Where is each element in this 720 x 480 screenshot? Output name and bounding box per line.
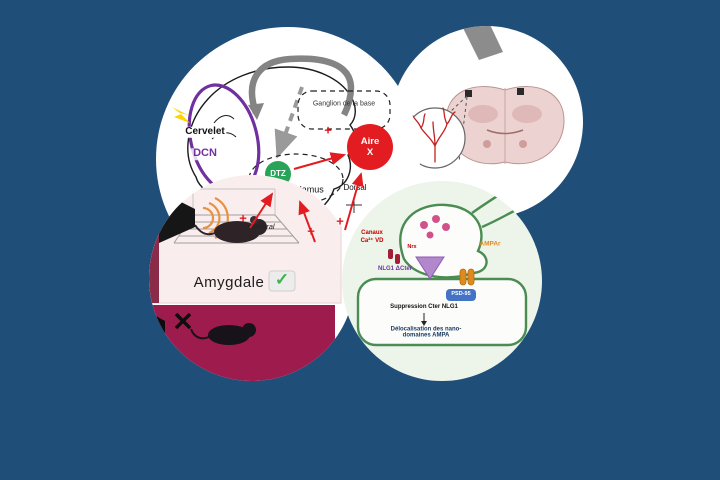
check-icon: ✓: [274, 270, 290, 290]
coronal-slice: [445, 86, 565, 165]
ampar-receptors-icon: [459, 268, 475, 286]
behavior-graphic: [149, 175, 342, 381]
suppression-label: Suppression Cter NLG1: [390, 303, 458, 310]
plus-sign: +: [324, 122, 332, 138]
dtz-label: DTZ: [270, 168, 286, 178]
nrx-label: Nrx: [407, 244, 417, 251]
down-arrow-icon: [421, 313, 427, 326]
brain-slice-graphic: [404, 26, 565, 169]
x-icon: ✕: [172, 306, 194, 337]
checkmark-box: [268, 270, 296, 292]
feedback-loop-arrow: [248, 55, 355, 120]
plus-sign: +: [239, 210, 247, 226]
ampar-label: AMPAr: [479, 240, 501, 248]
sampling-square: [465, 88, 524, 97]
postsynaptic-dendrite: [356, 277, 528, 347]
cerebral-label: cérébral: [247, 222, 275, 232]
amygdale-label: Amygdale: [193, 274, 265, 292]
delocalisation-label: Délocalisation des nano-domaines AMPA: [390, 326, 462, 339]
psd95-label: PSD-95: [451, 291, 471, 298]
dashed-projection-arrow: [274, 86, 304, 159]
calcium-channels-label-line1: Canaux: [361, 229, 383, 236]
gray-arrow: [462, 26, 503, 60]
calcium-channels-icon: [388, 249, 400, 264]
plus-sign: +: [336, 213, 344, 229]
cervelet-label: Cervelet: [183, 125, 227, 138]
nlg1-triangle-icon: [415, 256, 445, 280]
red-projection-arrow: [293, 152, 347, 171]
no-freezing-panel: [149, 305, 335, 381]
presynaptic-terminal: [399, 188, 519, 279]
vesicles: [420, 215, 450, 239]
vasculature-icon: [412, 107, 456, 163]
aire-x-label-line2: X: [366, 147, 374, 159]
synapse-graphic: [356, 188, 528, 347]
calcium-channels-label-line2: Ca²⁺ VD: [360, 237, 384, 244]
behavior-circle: cérébral Amygdale ✓ ✕: [149, 175, 355, 381]
aire-x-node: [347, 124, 393, 170]
aire-x-label-line1: Aire: [360, 136, 380, 148]
lightning-icon: [172, 107, 190, 123]
speaker-icon-dark: [149, 312, 165, 350]
plus-sign: +: [307, 223, 315, 239]
dcn-label: DCN: [191, 147, 219, 160]
synapse-circle: Canaux Ca²⁺ VD Nrx NLG1 ΔCter AMPAr PSD-…: [342, 181, 542, 381]
basal-ganglia-label: Ganglion de la base: [312, 100, 376, 108]
nlg1-label: NLG1 ΔCter: [378, 265, 412, 272]
psd95-box: [446, 289, 476, 301]
basal-ganglia-dashed-box: [297, 90, 391, 130]
